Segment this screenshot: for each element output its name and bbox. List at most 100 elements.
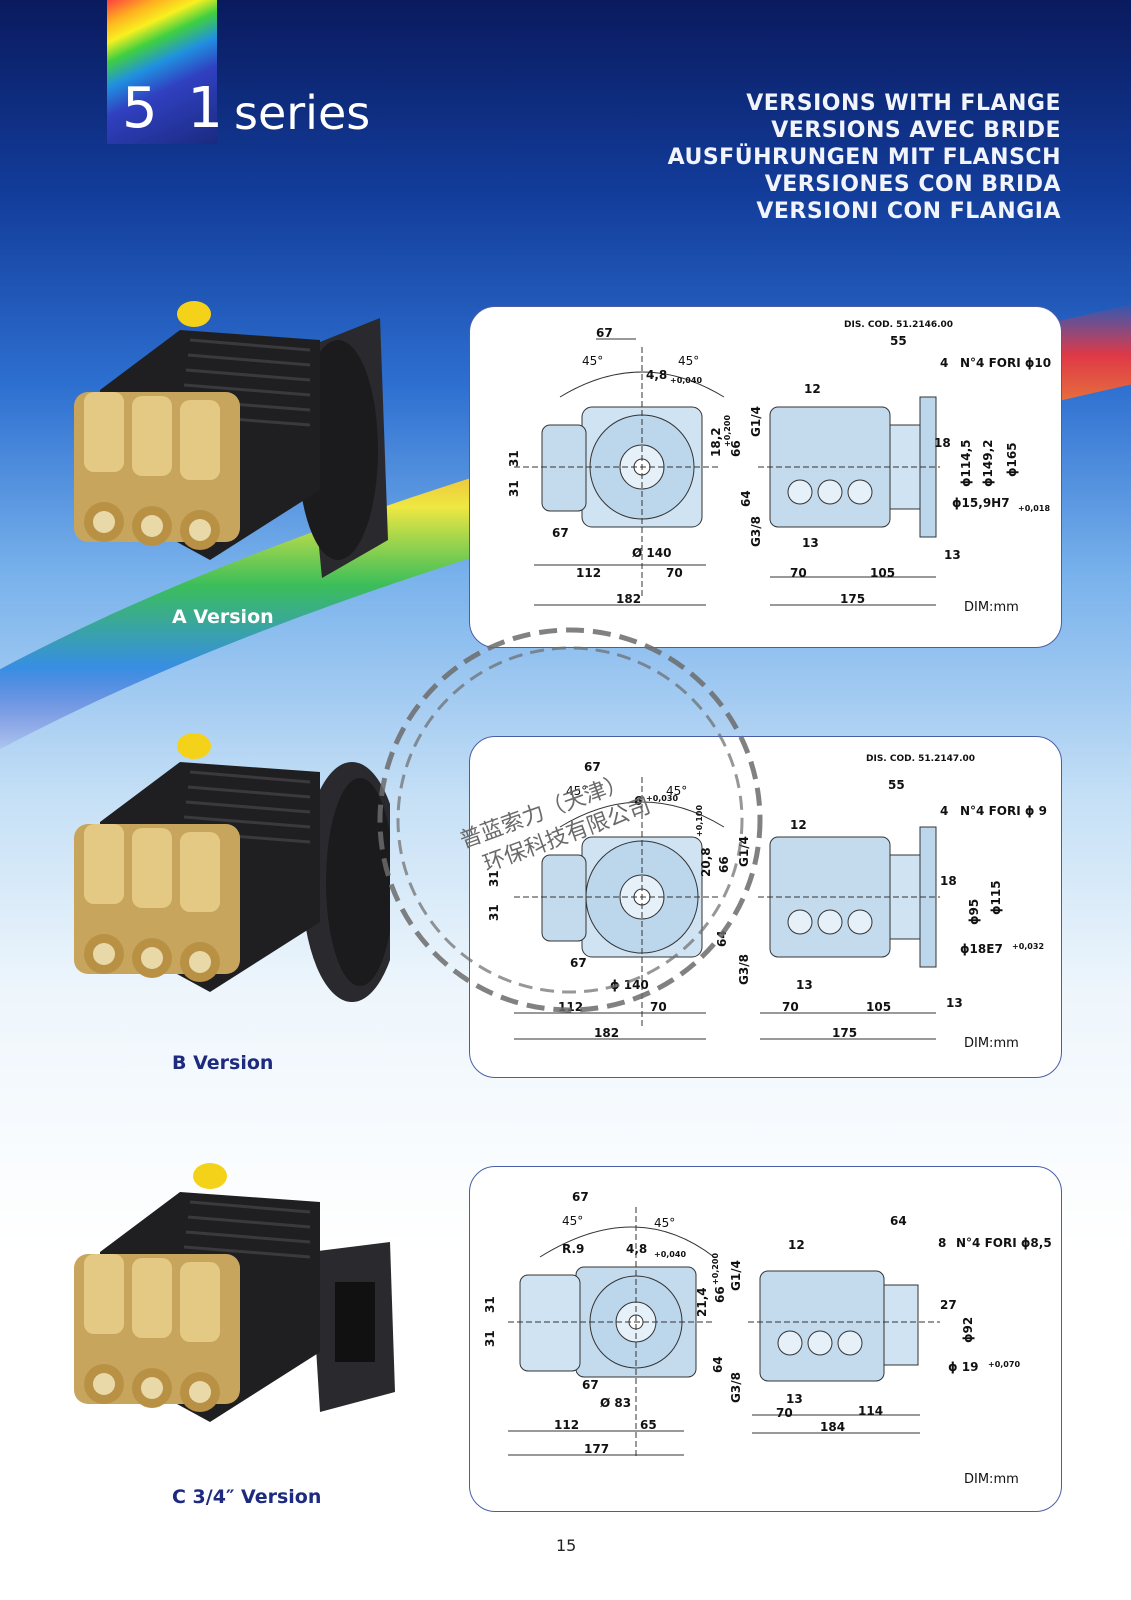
a-front-dia: Ø 140 (632, 546, 671, 560)
b-side-d12: 12 (790, 818, 807, 832)
c-side-d114: 114 (858, 1404, 883, 1418)
a-front-shaft-tol: +0,040 (670, 376, 702, 385)
b-side-d105: 105 (866, 1000, 891, 1014)
a-side-d13b: 13 (944, 548, 961, 562)
pump-photo-b (74, 733, 390, 1002)
b-side-dia2: ϕ115 (989, 880, 1003, 915)
c-side-g14: G1/4 (729, 1260, 743, 1291)
a-side-d4: 4 (940, 356, 948, 370)
a-front-d182: 182 (616, 592, 641, 606)
a-side-holes: N°4 FORI ϕ10 (960, 356, 1051, 370)
a-front-d70: 70 (666, 566, 683, 580)
c-side-d184: 184 (820, 1420, 845, 1434)
a-front-v1: 18,2 (709, 427, 723, 457)
a-front-v1-tol: +0,200 (723, 415, 732, 447)
a-front-w-top: 67 (596, 326, 613, 340)
b-side-dia1: ϕ95 (967, 899, 981, 925)
c-side-d27: 27 (940, 1298, 957, 1312)
c-side-d70: 70 (776, 1406, 793, 1420)
series-logo-word: series (234, 86, 371, 140)
a-side-g14: G1/4 (749, 406, 763, 437)
a-dis-cod: DIS. COD. 51.2146.00 (844, 320, 953, 330)
b-side-shaft-tol: +0,032 (1012, 942, 1044, 951)
c-side-d13: 13 (786, 1392, 803, 1406)
a-unit-label: DIM:mm (964, 600, 1019, 615)
a-front-d31a: 31 (507, 450, 521, 467)
c-front-shaft: 4,8 (626, 1242, 647, 1256)
b-front-shaft-tol: +0,030 (646, 794, 678, 803)
b-side-d55: 55 (888, 778, 905, 792)
c-side-d64: 64 (711, 1356, 725, 1373)
c-front-d31a: 31 (483, 1296, 497, 1313)
a-front-shaft: 4,8 (646, 368, 667, 382)
c-front-angle-left: 45° (562, 1214, 583, 1228)
b-front-v1-tol: +0,100 (695, 805, 704, 837)
c-side-dia1: ϕ92 (961, 1317, 975, 1343)
c-front-shaft-tol: +0,040 (654, 1250, 686, 1259)
title-fr: VERSIONS AVEC BRIDE (771, 118, 1061, 143)
c-side-shaft-fit: ϕ 19 (948, 1360, 978, 1374)
caption-a-version: A Version (172, 606, 274, 628)
a-side-dia1: ϕ114,5 (959, 439, 973, 487)
c-side-d64top: 64 (890, 1214, 907, 1228)
page-number: 15 (556, 1536, 577, 1555)
b-front-v1: 20,8 (699, 847, 713, 877)
front-view-a (514, 338, 725, 606)
c-front-d67: 67 (582, 1378, 599, 1392)
c-front-d31b: 31 (483, 1330, 497, 1347)
b-front-d67: 67 (570, 956, 587, 970)
a-side-d12: 12 (804, 382, 821, 396)
a-front-angle-left: 45° (582, 354, 603, 368)
front-view-b (514, 777, 725, 1040)
b-side-d4: 4 (940, 804, 948, 818)
b-side-g38: G3/8 (737, 954, 751, 985)
a-front-d112: 112 (576, 566, 601, 580)
b-side-d13b: 13 (946, 996, 963, 1010)
a-side-d55: 55 (890, 334, 907, 348)
drawing-panel-c: 67 45° 45° R.9 4,8 +0,040 21,4 +0,200 66… (469, 1166, 1062, 1512)
b-side-shaft-fit: ϕ18E7 (960, 942, 1003, 956)
a-side-shaft-tol: +0,018 (1018, 504, 1050, 513)
c-front-d177: 177 (584, 1442, 609, 1456)
b-dis-cod: DIS. COD. 51.2147.00 (866, 754, 975, 764)
a-side-d70: 70 (790, 566, 807, 580)
b-side-holes: N°4 FORI ϕ 9 (960, 804, 1047, 818)
c-front-w-top: 67 (572, 1190, 589, 1204)
side-view-c (748, 1270, 940, 1434)
title-es: VERSIONES CON BRIDA (764, 172, 1061, 197)
b-side-d175: 175 (832, 1026, 857, 1040)
drawing-panel-a: 67 45° 45° 4,8 +0,040 18,2 +0,200 66 31 … (469, 306, 1062, 648)
a-side-d13a: 13 (802, 536, 819, 550)
side-view-b (758, 826, 940, 1040)
c-front-v1-tol: +0,200 (711, 1253, 720, 1285)
c-front-d112: 112 (554, 1418, 579, 1432)
title-de: AUSFÜHRUNGEN MIT FLANSCH (667, 145, 1061, 170)
c-unit-label: DIM:mm (964, 1472, 1019, 1487)
a-side-d175: 175 (840, 592, 865, 606)
caption-b-version: B Version (172, 1052, 274, 1074)
series-logo-block (107, 0, 217, 144)
b-front-w-top: 67 (584, 760, 601, 774)
c-side-holes: N°4 FORI ϕ8,5 (956, 1236, 1052, 1250)
b-front-angle-left: 45° (566, 784, 587, 798)
c-side-g38: G3/8 (729, 1372, 743, 1403)
b-front-d31b: 31 (487, 904, 501, 921)
a-side-dia2: ϕ149,2 (981, 439, 995, 487)
drawing-panel-b: 67 45° 45° 6 +0,030 20,8 +0,100 66 31 31… (469, 736, 1062, 1078)
a-side-shaft-fit: ϕ15,9H7 (952, 496, 1010, 510)
c-side-d12: 12 (788, 1238, 805, 1252)
a-front-d67: 67 (552, 526, 569, 540)
a-front-d66: 66 (729, 440, 743, 457)
c-side-d8: 8 (938, 1236, 946, 1250)
caption-c-version: C 3/4″ Version (172, 1486, 322, 1508)
title-en: VERSIONS WITH FLANGE (746, 91, 1061, 116)
company-stamp: 普蓝索力（天津） 环保科技有限公司 (377, 627, 763, 1013)
b-side-d18: 18 (940, 874, 957, 888)
page-title-block: VERSIONS WITH FLANGE VERSIONS AVEC BRIDE… (668, 90, 1061, 225)
a-side-dia3: ϕ165 (1005, 442, 1019, 477)
b-front-d182: 182 (594, 1026, 619, 1040)
a-side-d64: 64 (739, 490, 753, 507)
b-unit-label: DIM:mm (964, 1036, 1019, 1051)
b-side-d70: 70 (782, 1000, 799, 1014)
pump-photo-c (74, 1163, 395, 1422)
